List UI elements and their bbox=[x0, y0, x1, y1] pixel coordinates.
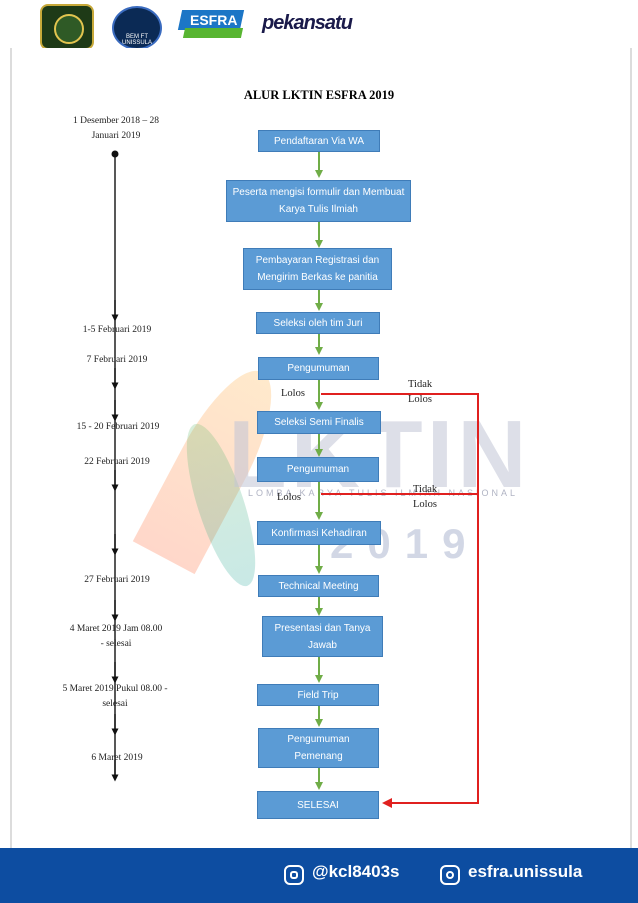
timeline-item: 6 Maret 2019 bbox=[91, 753, 143, 763]
header-logos: BEM FT UNISSULA ESFRA pekansatu bbox=[0, 0, 638, 50]
step-konfirmasi: Konfirmasi Kehadiran bbox=[257, 521, 381, 545]
timeline-item: 5 Maret 2019 Pukul 08.00 - selesai bbox=[62, 684, 168, 709]
step-pengumuman-1: Pengumuman bbox=[258, 357, 379, 380]
step-pengumuman-pemenang: Pengumuman Pemenang bbox=[258, 728, 379, 768]
timeline-item: 4 Maret 2019 Jam 08.00 - selesai bbox=[69, 624, 163, 649]
step-technical-meeting: Technical Meeting bbox=[258, 575, 379, 597]
step-presentasi: Presentasi dan Tanya Jawab bbox=[262, 616, 383, 657]
timeline-item: 1 Desember 2018 – 28 Januari 2019 bbox=[72, 116, 159, 141]
label-tidak-lolos-2: Tidak Lolos bbox=[413, 484, 438, 510]
label-lolos-1: Lolos bbox=[281, 388, 305, 399]
label-tidak-lolos-1: Tidak Lolos bbox=[408, 379, 433, 405]
timeline-item: 7 Februari 2019 bbox=[86, 355, 148, 365]
bem-ft-logo: BEM FT UNISSULA bbox=[112, 6, 162, 50]
pekansatu-logo: pekansatu bbox=[262, 12, 353, 34]
instagram-icon bbox=[440, 865, 460, 885]
unissula-seal-logo bbox=[40, 4, 94, 50]
reject-path bbox=[321, 393, 479, 808]
footer-bar: @kcl8403s esfra.unissula bbox=[0, 848, 638, 903]
label-lolos-2: Lolos bbox=[277, 492, 301, 503]
diagram-title: ALUR LKTIN ESFRA 2019 bbox=[243, 88, 395, 102]
footer-instagram-handle: esfra.unissula bbox=[468, 862, 583, 881]
step-seleksi-juri: Seleksi oleh tim Juri bbox=[256, 312, 380, 334]
timeline-item: 15 - 20 Februari 2019 bbox=[76, 422, 160, 432]
timeline-item: 22 Februari 2019 bbox=[84, 457, 150, 467]
footer-line-handle: @kcl8403s bbox=[312, 862, 400, 881]
step-pembayaran: Pembayaran Registrasi dan Mengirim Berka… bbox=[243, 248, 392, 290]
esfra-logo: ESFRA bbox=[177, 10, 245, 40]
step-field-trip: Field Trip bbox=[257, 684, 379, 706]
timeline-start-dot bbox=[111, 150, 119, 158]
line-app-icon bbox=[284, 865, 304, 885]
step-pengumuman-2: Pengumuman bbox=[257, 457, 379, 482]
step-isi-formulir: Peserta mengisi formulir dan Membuat Kar… bbox=[226, 180, 411, 222]
timeline-item: 27 Februari 2019 bbox=[84, 575, 150, 585]
step-pendaftaran: Pendaftaran Via WA bbox=[258, 130, 380, 152]
timeline-item: 1-5 Februari 2019 bbox=[82, 325, 152, 335]
step-selesai: SELESAI bbox=[257, 791, 379, 819]
step-semi-finalis: Seleksi Semi Finalis bbox=[257, 411, 381, 434]
